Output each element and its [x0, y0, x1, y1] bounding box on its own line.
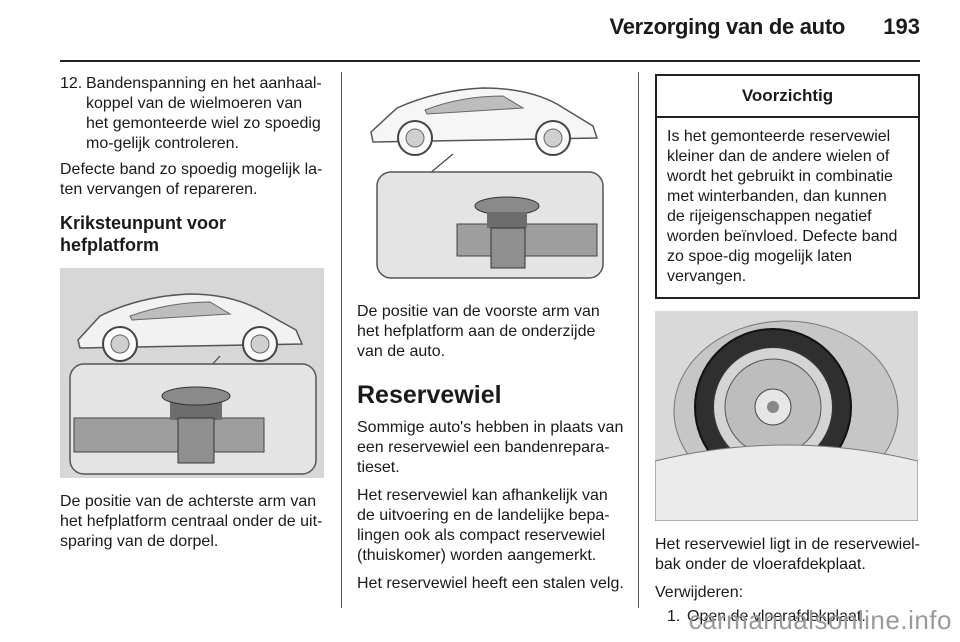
watermark: carmanualsonline.info [688, 605, 952, 635]
middle-column: De positie van de voorste arm van het he… [357, 74, 625, 602]
warning-title: Voorzichtig [657, 76, 918, 118]
section-heading: Reservewiel [357, 381, 502, 409]
figure-caption: De positie van de voorste arm van het he… [357, 303, 600, 360]
step-number: 1. [667, 608, 681, 625]
numbered-step: 12. Bandenspanning en het aanhaal-koppel… [60, 74, 326, 154]
car-side-illustration [357, 74, 621, 284]
car-underbody-figure-rear [60, 268, 324, 478]
spare-wheel-figure [655, 311, 918, 521]
step-text: Bandenspanning en het aanhaal-koppel van… [86, 75, 322, 152]
paragraph: Sommige auto's hebben in plaats van een … [357, 419, 624, 476]
paragraph: Het reservewiel kan afhankelijk van de u… [357, 487, 610, 564]
figure-caption: De positie van de achterste arm van het … [60, 493, 323, 550]
numbered-step: 1. Open de vloerafdekplaat. [655, 607, 920, 627]
paragraph: Het reservewiel heeft een stalen velg. [357, 575, 624, 592]
right-column: Voorzichtig Is het gemonteerde reservewi… [655, 74, 920, 627]
header-rule [60, 60, 920, 62]
car-side-illustration [60, 268, 324, 478]
car-underbody-figure-front [357, 74, 621, 284]
step-text: Open de vloerafdekplaat. [687, 608, 866, 625]
section-heading: Kriksteunpunt voor hefplatform [60, 213, 227, 255]
column-divider [341, 72, 342, 608]
section-title: Verzorging van de auto [609, 14, 846, 39]
step-number: 12. [60, 75, 83, 92]
warning-box: Voorzichtig Is het gemonteerde reservewi… [655, 74, 920, 299]
paragraph: Het reservewiel ligt in de reservewiel-b… [655, 536, 920, 573]
warning-text: Is het gemonteerde reservewiel kleiner d… [667, 128, 898, 285]
column-divider [638, 72, 639, 608]
page-number: 193 [883, 14, 920, 39]
spare-wheel-illustration [655, 311, 918, 521]
left-column: 12. Bandenspanning en het aanhaal-koppel… [60, 74, 326, 560]
paragraph: Defecte band zo spoedig mogelijk la-ten … [60, 161, 323, 198]
paragraph: Verwijderen: [655, 584, 744, 601]
